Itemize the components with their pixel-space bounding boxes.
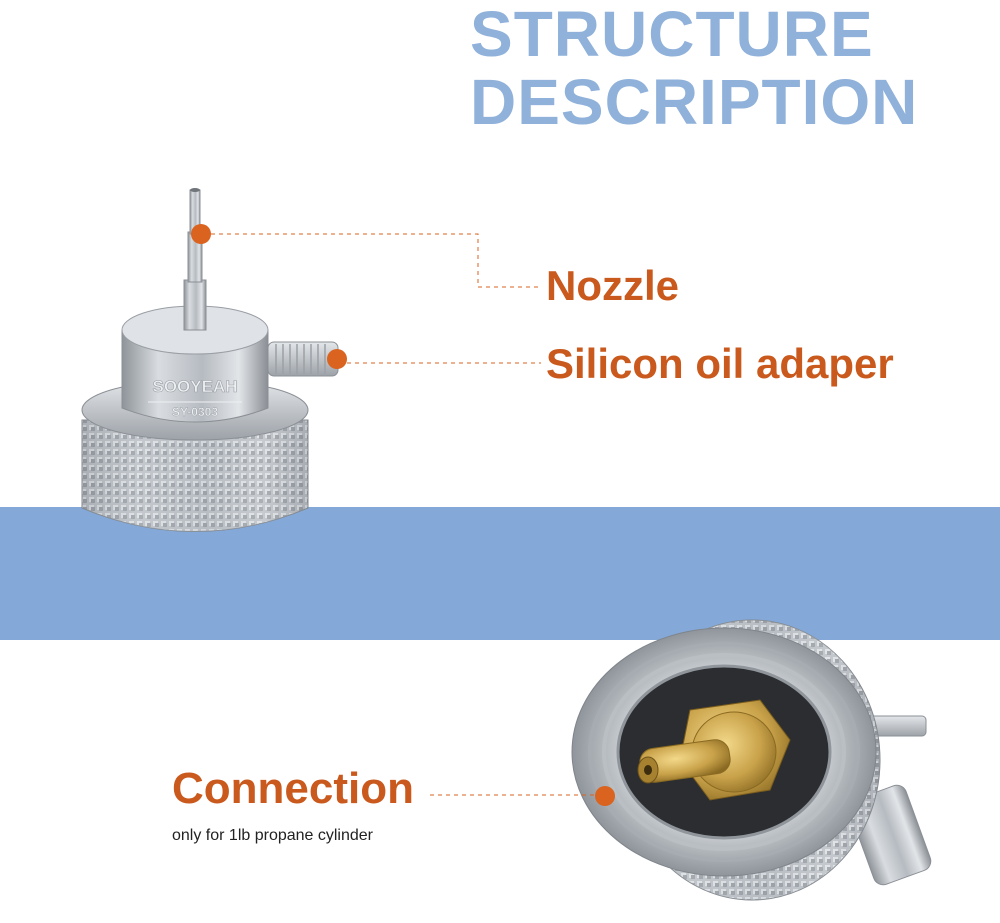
nozzle-pin (183, 188, 207, 331)
nozzle-label: Nozzle (546, 262, 680, 309)
connection-note: only for 1lb propane cylinder (172, 827, 374, 844)
connection-label: Connection (172, 764, 414, 813)
silicon-oil-adapter-label: Silicon oil adaper (546, 340, 894, 387)
model-engraving: SY-0303 (172, 405, 218, 419)
title-line-2: DESCRIPTION (470, 66, 919, 138)
nozzle-callout-line (191, 224, 541, 288)
adapter-front-view (571, 619, 932, 901)
adapter-side-view: SOOYEAH SY-0303 (81, 188, 339, 532)
brand-engraving: SOOYEAH (152, 377, 237, 396)
title-line-1: STRUCTURE (470, 0, 874, 70)
silicon-callout-line (327, 349, 541, 369)
page-title: STRUCTURE DESCRIPTION (470, 0, 918, 136)
connection-callout-line (430, 786, 615, 806)
